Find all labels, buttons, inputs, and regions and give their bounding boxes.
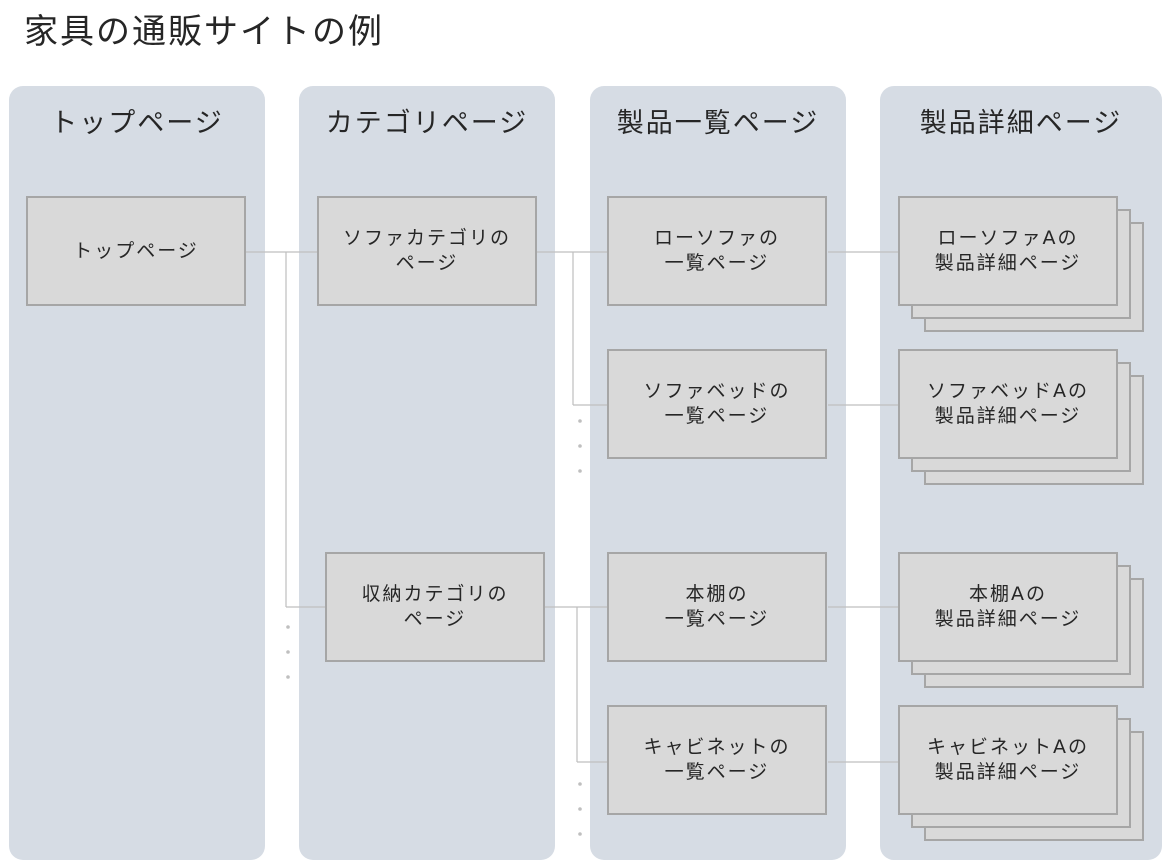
column-header-category: カテゴリページ	[325, 108, 529, 139]
column-header-top: トップページ	[50, 108, 224, 139]
sofa-bed-detail-label-line2: 製品詳細ページ	[934, 405, 1082, 427]
cabinet-list-label-line2: 一覧ページ	[664, 761, 770, 783]
cabinet-list-label-line1: キャビネットの	[643, 736, 791, 758]
low-sofa-list-box[interactable]: ローソファの 一覧ページ	[607, 196, 827, 306]
low-sofa-detail-box[interactable]: ローソファAの 製品詳細ページ	[898, 196, 1118, 306]
low-sofa-detail-label-line1: ローソファAの	[937, 227, 1079, 249]
storage-category-label-line1: 収納カテゴリの	[361, 583, 509, 605]
cabinet-list-box[interactable]: キャビネットの 一覧ページ	[607, 705, 827, 815]
bookshelf-detail-label-line1: 本棚Aの	[969, 583, 1047, 605]
ellipsis-dot	[286, 675, 290, 679]
ellipsis-dot	[578, 832, 582, 836]
ellipsis-dot	[286, 625, 290, 629]
ellipsis-dot	[578, 807, 582, 811]
bookshelf-list-box[interactable]: 本棚の 一覧ページ	[607, 552, 827, 662]
ellipsis-dot	[286, 650, 290, 654]
ellipsis-dot	[578, 419, 582, 423]
sofa-category-box[interactable]: ソファカテゴリの ページ	[317, 196, 537, 306]
top-page-box[interactable]: トップページ	[26, 196, 246, 306]
storage-category-label-line2: ページ	[403, 608, 467, 630]
sofa-category-label-line2: ページ	[395, 252, 459, 274]
sofa-bed-list-box[interactable]: ソファベッドの 一覧ページ	[607, 349, 827, 459]
low-sofa-list-label-line1: ローソファの	[653, 227, 780, 249]
ellipsis-dot	[578, 444, 582, 448]
cabinet-detail-label-line1: キャビネットAの	[927, 736, 1089, 758]
sofa-bed-list-label-line1: ソファベッドの	[643, 380, 791, 402]
top-page-label: トップページ	[73, 239, 199, 262]
ellipsis-dot	[578, 782, 582, 786]
low-sofa-list-label-line2: 一覧ページ	[664, 252, 770, 274]
cabinet-detail-box[interactable]: キャビネットAの 製品詳細ページ	[898, 705, 1118, 815]
sofa-bed-detail-label-line1: ソファベッドAの	[927, 380, 1089, 402]
cabinet-detail-label-line2: 製品詳細ページ	[934, 761, 1082, 783]
low-sofa-detail-label-line2: 製品詳細ページ	[934, 252, 1082, 274]
bookshelf-list-label-line2: 一覧ページ	[664, 608, 770, 630]
sofa-bed-list-label-line2: 一覧ページ	[664, 405, 770, 427]
storage-category-box[interactable]: 収納カテゴリの ページ	[325, 552, 545, 662]
bookshelf-detail-label-line2: 製品詳細ページ	[934, 608, 1082, 630]
column-header-detail: 製品詳細ページ	[919, 108, 1123, 139]
page-title: 家具の通販サイトの例	[24, 12, 384, 52]
sofa-category-label-line1: ソファカテゴリの	[342, 227, 511, 249]
ellipsis-dot	[578, 469, 582, 473]
bookshelf-detail-box[interactable]: 本棚Aの 製品詳細ページ	[898, 552, 1118, 662]
sofa-bed-detail-box[interactable]: ソファベッドAの 製品詳細ページ	[898, 349, 1118, 459]
bookshelf-list-label-line1: 本棚の	[685, 583, 749, 605]
column-header-list: 製品一覧ページ	[616, 108, 820, 139]
